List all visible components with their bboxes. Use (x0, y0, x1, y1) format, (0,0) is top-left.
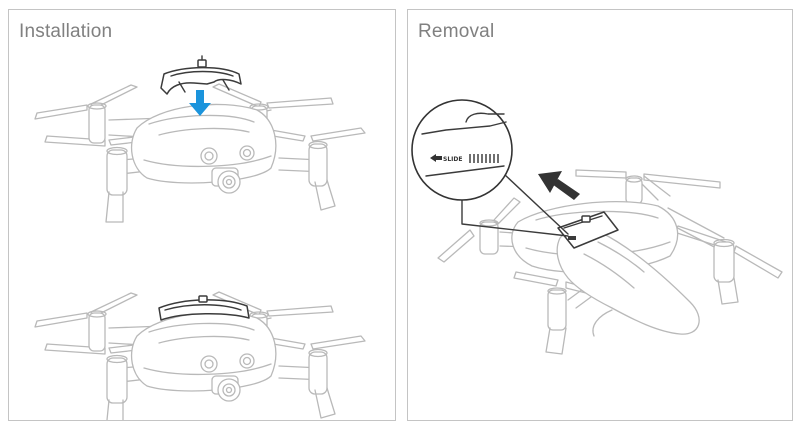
slide-arrow-icon (430, 154, 436, 162)
magnified-callout: SLIDE (411, 99, 513, 201)
slide-label: SLIDE (443, 156, 462, 163)
removal-title: Removal (418, 21, 495, 42)
removal-arrow (538, 171, 580, 200)
installation-illustration (34, 55, 366, 420)
gimbal-protector-bracket-installed (158, 295, 250, 321)
gimbal-protector-bracket-floating (160, 55, 242, 95)
installation-arrow (189, 90, 211, 116)
removal-panel: Removal (407, 9, 793, 421)
installation-panel: Installation (8, 9, 396, 421)
removal-illustration: SLIDE (411, 99, 783, 355)
gimbal-protector-bracket (557, 211, 619, 249)
installation-title: Installation (19, 21, 113, 42)
